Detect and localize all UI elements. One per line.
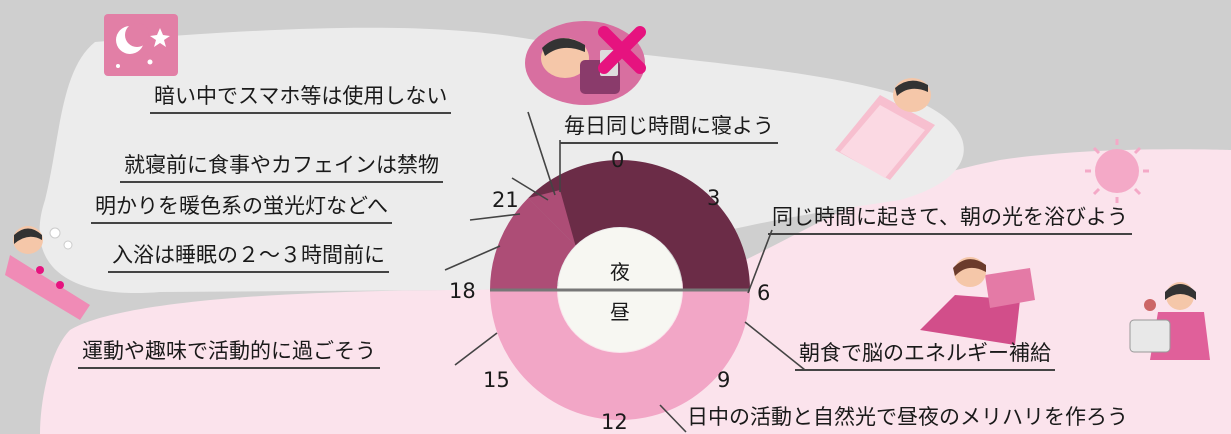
day-label: 昼	[610, 300, 630, 324]
prohibited-x-icon	[598, 26, 646, 74]
connector-exercise	[454, 332, 498, 366]
connector-bath	[444, 245, 501, 271]
breakfast-person-icon	[1129, 282, 1210, 360]
night-segment-18-21	[490, 198, 576, 290]
connector-wake	[747, 229, 773, 294]
tip-exercise: 運動や趣味で活動的に過ごそう	[78, 338, 380, 369]
connector-caffeine	[511, 177, 549, 201]
tip-daylight: 日中の活動と自然光で昼夜のメリハリを作ろう	[687, 405, 1128, 429]
tip-bath: 入浴は睡眠の２～３時間前に	[108, 242, 389, 273]
tip-light: 明かりを暖色系の蛍光灯などへ	[91, 193, 392, 224]
bath-icon	[5, 226, 90, 320]
tip-caffeine: 就寝前に食事やカフェインは禁物	[120, 152, 443, 183]
moon-stars-icon	[104, 14, 178, 76]
hour-15: 15	[483, 368, 510, 392]
night-label: 夜	[610, 260, 630, 284]
connector-daylight	[659, 404, 687, 433]
hour-9: 9	[717, 368, 731, 392]
night-overlap-wedge	[528, 190, 576, 246]
night-segment-0-6	[620, 160, 750, 290]
sleeping-person-icon	[835, 78, 935, 180]
tip-phone: 暗い中でスマホ等は使用しない	[150, 83, 452, 114]
hour-0: 0	[611, 148, 625, 172]
hour-12: 12	[601, 410, 628, 434]
connector-breakfast	[744, 321, 806, 371]
hour-21: 21	[492, 188, 519, 212]
connector-phone	[527, 111, 556, 196]
waking-person-icon	[920, 257, 1035, 345]
connector-light	[469, 213, 521, 221]
hour-6: 6	[757, 281, 771, 305]
connector-lines	[444, 111, 806, 433]
sun-icon	[1085, 139, 1149, 203]
tip-same-time-sleep: 毎日同じ時間に寝よう	[560, 113, 778, 144]
tip-breakfast: 朝食で脳のエネルギー補給	[795, 340, 1055, 371]
tip-wake: 同じ時間に起きて、朝の光を浴びよう	[768, 204, 1132, 235]
hour-18: 18	[449, 279, 476, 303]
hour-3: 3	[707, 186, 721, 210]
day-segment-6-18	[490, 290, 750, 420]
